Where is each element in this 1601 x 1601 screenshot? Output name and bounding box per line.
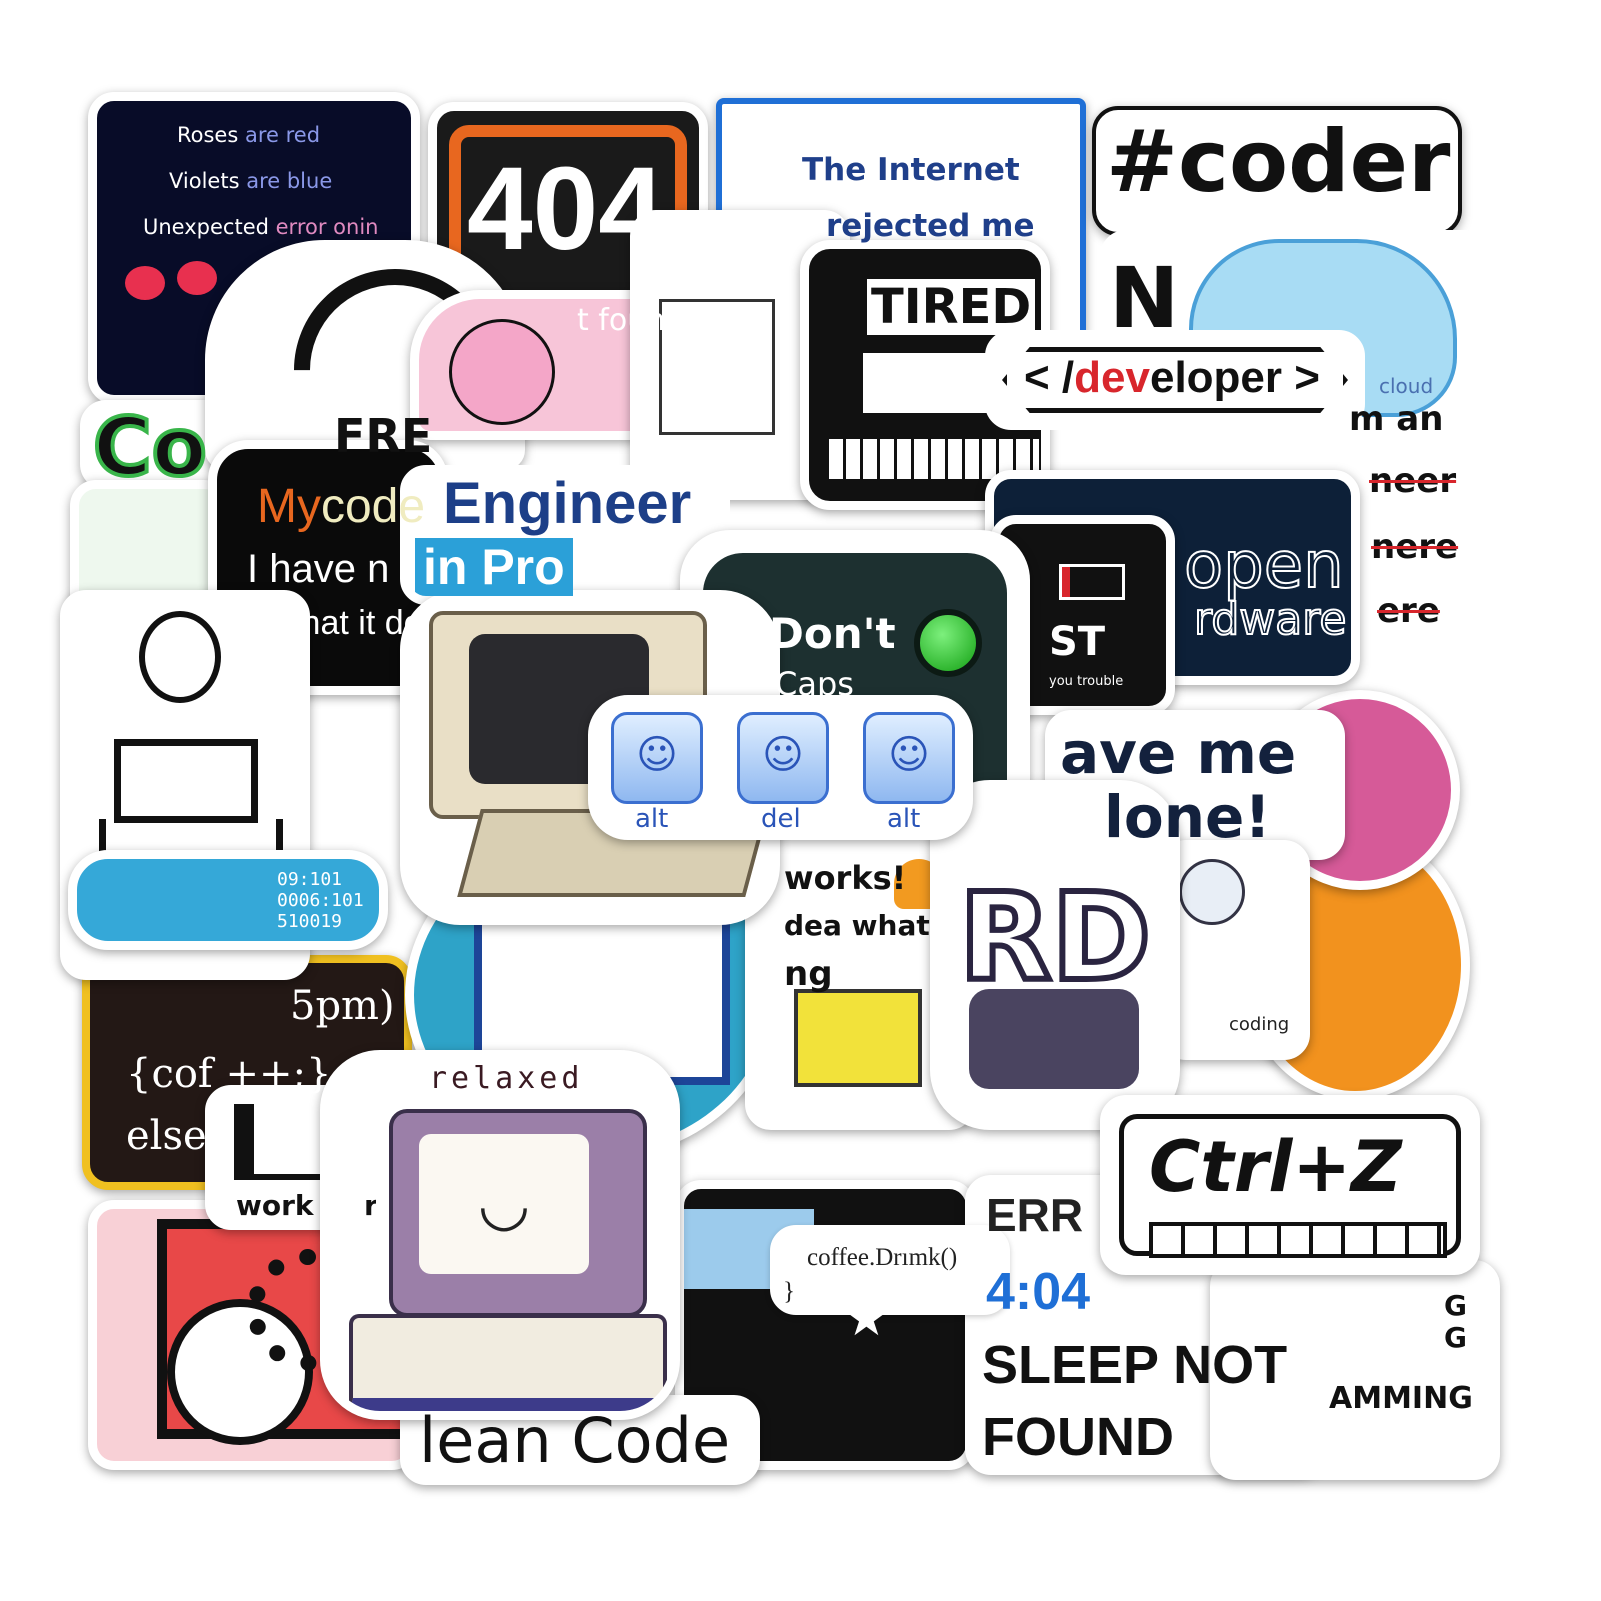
smiley-screen-icon: ◡ <box>419 1134 589 1274</box>
leave-l1: ave me <box>1060 719 1297 787</box>
dev-rest: eloper > <box>1149 353 1320 402</box>
ctrlz-text: Ctrl+Z <box>1149 1126 1402 1208</box>
clean-text: lean Code <box>419 1404 731 1477</box>
rose-icon <box>177 261 217 295</box>
hardware-l1: open <box>1183 528 1345 604</box>
wifi-text: FRE <box>334 409 433 463</box>
coding-text: coding <box>1229 1014 1290 1035</box>
leave-l2: lone! <box>1104 783 1271 851</box>
key-label-alt: alt <box>887 804 921 834</box>
engineer-l2: in Pro <box>415 538 573 596</box>
dev-open: < / <box>1024 353 1075 402</box>
dont-l1: Don't <box>769 609 896 658</box>
cloud-l4: nere <box>1371 527 1459 567</box>
coffee-l1: coffee.Drımk() <box>807 1244 958 1271</box>
relaxed-text: relaxed <box>429 1061 584 1096</box>
code5pm-l1: 5pm) <box>290 983 395 1029</box>
404-sub: t found <box>577 303 685 338</box>
developer-sticker: < /developer > <box>985 330 1365 430</box>
cloud-l2: m an <box>1349 399 1444 439</box>
mycode-l3: what it do <box>277 604 423 642</box>
gaming-l3: AMMING <box>1329 1381 1473 1416</box>
sleep-l2: 4:04 <box>986 1263 1091 1321</box>
cloud-l5: ere <box>1377 591 1440 631</box>
leave-me-alone-sticker: ave me lone! <box>1045 710 1345 860</box>
pink-blob-sticker <box>410 290 650 440</box>
cloud-n: N <box>1109 249 1180 347</box>
code5pm-l2: {cof ++;} <box>126 1051 332 1097</box>
star-icon: ★ <box>844 1289 889 1347</box>
hardware-l2: rdware <box>1193 593 1347 646</box>
alt-del-alt-sticker: ☺ ☺ ☺ alt del alt <box>588 695 973 840</box>
mycode-b: code <box>320 480 426 533</box>
coder-text: #coder <box>1106 112 1451 212</box>
desk-person-icon <box>234 1104 344 1180</box>
roses-l1a: Roses <box>177 123 239 147</box>
green-led-icon <box>914 609 982 677</box>
works-l3: ng <box>784 954 833 994</box>
battery-icon <box>1059 564 1125 600</box>
internet-l2: rejected me <box>826 208 1035 244</box>
key-icon: ☺ <box>863 712 955 804</box>
tired-sticker: TIRED <box>800 240 1050 510</box>
rose-icon <box>125 266 165 300</box>
keyboard-row-icon <box>1149 1222 1447 1258</box>
laptop-icon <box>114 739 258 823</box>
co-text: Co <box>91 401 209 490</box>
blob-face-icon <box>449 319 555 425</box>
coder-sticker: #coder <box>1092 106 1462 236</box>
roses-l1b: are red <box>245 123 321 147</box>
gaming-l2: G <box>1444 1321 1467 1354</box>
key-label-del: del <box>761 804 801 834</box>
roses-l2a: Violets <box>169 169 240 193</box>
key-icon: ☺ <box>737 712 829 804</box>
clean-code-sticker: lean Code <box>400 1395 760 1485</box>
dont-l2: Caps <box>775 665 854 703</box>
mycode-l2: I have n <box>247 547 390 591</box>
coding-robot-sticker: coding <box>1160 840 1310 1060</box>
monitor-sketch-icon <box>659 299 775 435</box>
battery-l1: ST <box>1049 619 1106 665</box>
roses-l3b: error onin <box>275 215 379 239</box>
works-l1: works! <box>784 859 907 897</box>
key-icon: ☺ <box>611 712 703 804</box>
code5pm-l3: else{ <box>126 1113 233 1159</box>
battery-l2: you trouble <box>1049 674 1124 689</box>
cloud-l3: neer <box>1369 461 1457 501</box>
nerd-sticker: RD <box>930 780 1180 1130</box>
internet-l1: The Internet <box>802 152 1020 188</box>
coffee-l2: } <box>783 1278 795 1305</box>
person-head-icon <box>139 611 221 703</box>
mycode-a: My <box>257 480 321 533</box>
404-code: 404 <box>467 143 664 275</box>
relaxed-computer-sticker: relaxed ◡ <box>320 1050 680 1420</box>
dev-accent: dev <box>1074 353 1150 402</box>
sleep-l4: FOUND <box>982 1407 1174 1467</box>
roses-l3a: Unexpected <box>143 215 269 239</box>
roses-l2b: are blue <box>246 169 333 193</box>
engineer-l1: Engineer <box>443 471 692 536</box>
gaming-l1: G <box>1444 1289 1467 1322</box>
tired-text: TIRED <box>867 279 1036 335</box>
robot-head-icon <box>1179 859 1245 925</box>
sleep-l3: SLEEP NOT <box>982 1335 1288 1395</box>
coffee-sticker: coffee.Drımk() } <box>770 1225 1010 1315</box>
key-label-alt: alt <box>635 804 669 834</box>
ctrlz-sticker: Ctrl+Z <box>1100 1095 1480 1275</box>
yellow-laptop-icon <box>794 989 922 1087</box>
sleep-l1: ERR <box>986 1189 1084 1241</box>
keyboard-icon <box>349 1314 667 1411</box>
work-l2: r <box>364 1189 378 1222</box>
work-l1: work <box>236 1189 314 1222</box>
works-l2: dea what <box>784 909 930 942</box>
cloud-l1: cloud <box>1379 374 1434 398</box>
nerd-text: RD <box>956 866 1154 1011</box>
